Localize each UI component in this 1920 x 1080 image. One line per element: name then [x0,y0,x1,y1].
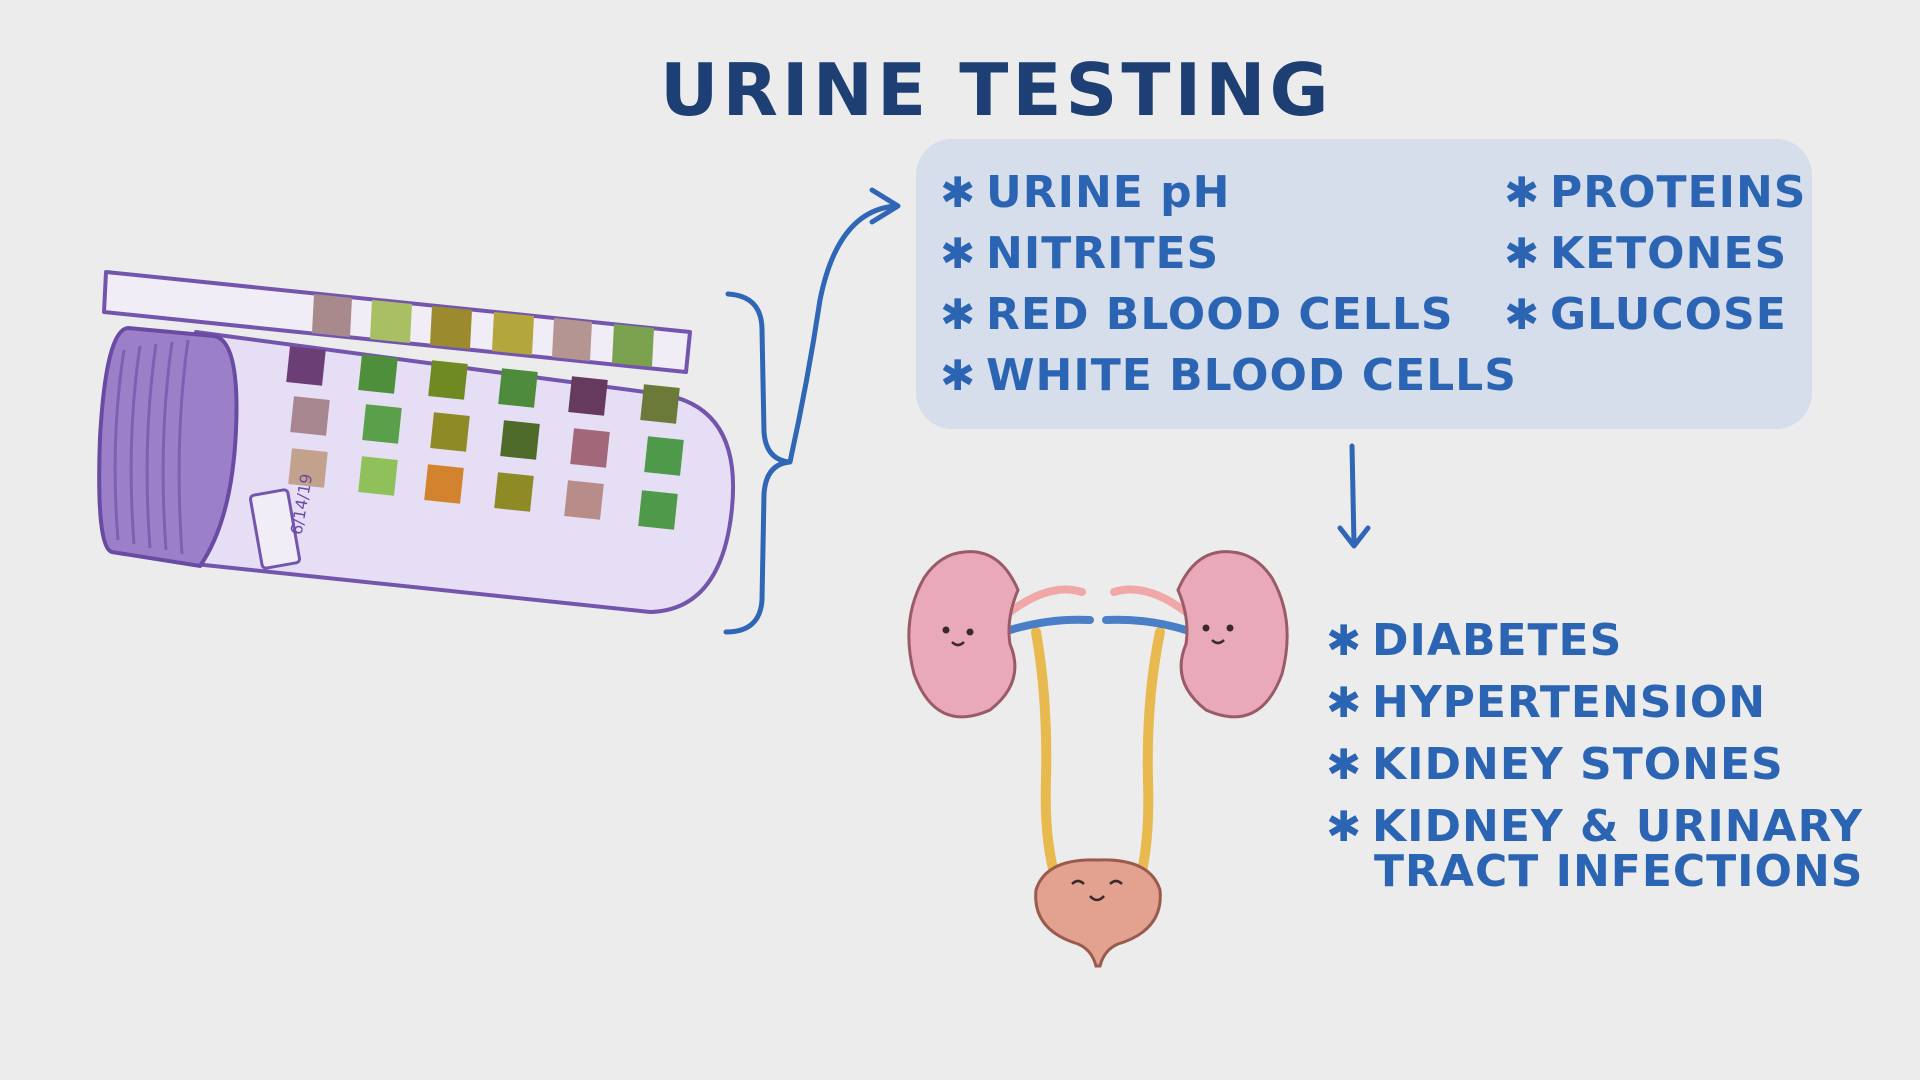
asterisk-icon: ✱ [1504,290,1541,339]
condition-item: ✱KIDNEY STONES [1326,734,1863,796]
bladder-icon [1034,858,1162,968]
condition-item-continued: TRACT INFECTIONS [1374,846,1864,897]
condition-item: ✱DIABETES [1326,610,1863,672]
reagent-bottle-icon: 6/14/19 [97,325,735,614]
kidney-icon [1176,550,1289,719]
asterisk-icon: ✱ [940,229,977,278]
condition-item: ✱HYPERTENSION [1326,672,1863,734]
asterisk-icon: ✱ [1504,168,1541,217]
asterisk-icon: ✱ [1504,229,1541,278]
urine-test-strip-icon [102,270,692,374]
tests-panel [916,139,1812,429]
tests-list-right: ✱PROTEINS ✱KETONES ✱GLUCOSE [1504,162,1807,345]
brace-icon [723,291,791,635]
test-item: ✱PROTEINS [1504,162,1807,223]
arrow-icon [787,203,899,465]
test-item: ✱RED BLOOD CELLS [940,284,1517,345]
test-item: ✱WHITE BLOOD CELLS [940,345,1517,406]
test-item: ✱URINE pH [940,162,1517,223]
page-title: URINE TESTING [660,48,1333,132]
conditions-list: ✱DIABETES ✱HYPERTENSION ✱KIDNEY STONES ✱… [1326,610,1863,858]
asterisk-icon: ✱ [1326,740,1363,789]
asterisk-icon: ✱ [940,290,977,339]
tests-list-left: ✱URINE pH ✱NITRITES ✱RED BLOOD CELLS ✱WH… [940,162,1517,406]
kidney-icon [907,550,1020,719]
test-item: ✱KETONES [1504,223,1807,284]
asterisk-icon: ✱ [1326,678,1363,727]
arrow-head-icon [869,187,901,225]
asterisk-icon: ✱ [1326,802,1363,851]
test-item: ✱NITRITES [940,223,1517,284]
test-item: ✱GLUCOSE [1504,284,1807,345]
asterisk-icon: ✱ [940,351,977,400]
asterisk-icon: ✱ [1326,616,1363,665]
condition-item: ✱KIDNEY & URINARY [1326,796,1863,858]
asterisk-icon: ✱ [940,168,977,217]
down-arrow-icon [1337,443,1371,549]
